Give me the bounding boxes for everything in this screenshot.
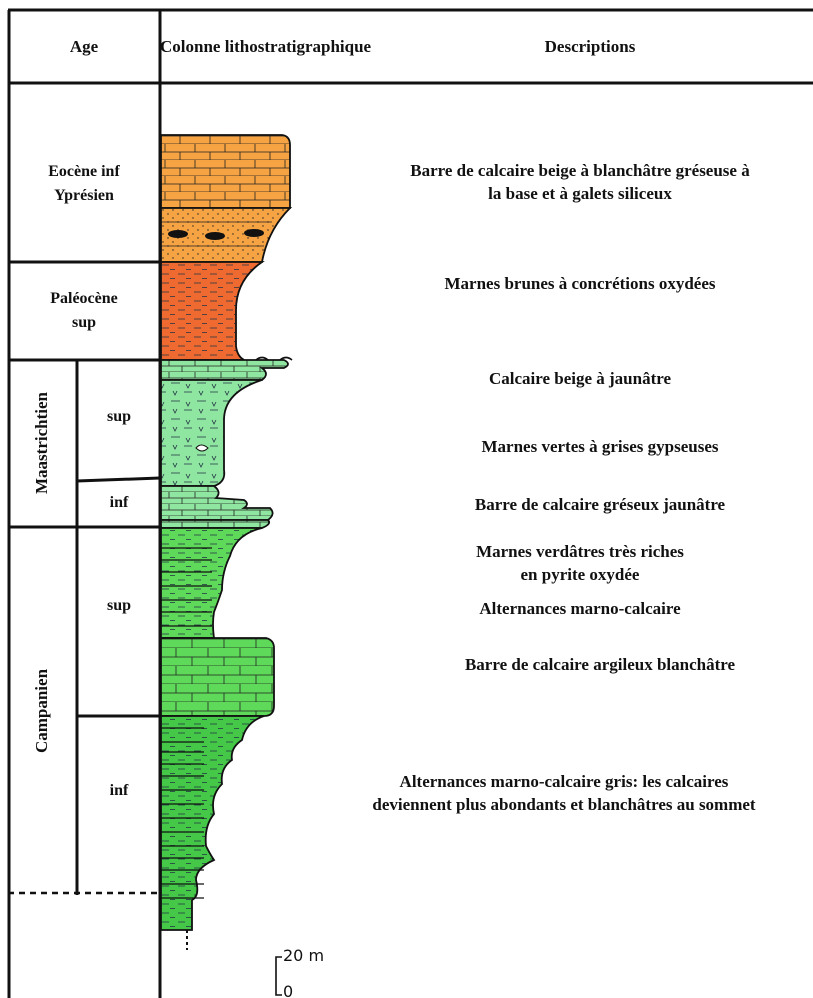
age-campanien-inf: inf [109,782,129,799]
description-marl-limestone-alternations: Alternances marno-calcaire [479,599,681,618]
unit-campanien-clayey-limestone-bar [160,637,275,717]
gypsum-nodule [195,444,209,452]
header-age: Age [69,37,99,56]
description-grey-alternations: Alternances marno-calcaire gris: les cal… [372,772,756,814]
siliceous-pebble [168,230,188,238]
header-column: Colonne lithostratigraphique [160,37,372,56]
description-sandy-limestone-bar: Barre de calcaire gréseux jaunâtre [474,495,726,514]
scale-label-0: 0 [283,982,294,998]
siliceous-pebble [205,232,225,240]
unit-maastrichtien-gypsum-marls [160,379,263,487]
unit-eocene-limestone-bar [160,134,291,209]
description-gypsum-marls: Marnes vertes à grises gypseuses [481,437,719,456]
description-clayey-limestone-bar: Barre de calcaire argileux blanchâtre [464,655,736,674]
age-rule-maastrichtien-sup-inf [76,476,161,483]
age-paleocene-sup: Paléocène sup [50,290,118,331]
unit-maastrichtien-limestone [160,359,289,381]
age-maastrichtien-inf: inf [109,494,129,511]
description-eocene-limestone-bar: Barre de calcaire beige à blanchâtre gré… [410,161,750,203]
unit-campanien-sup-alternations [160,527,263,639]
unit-campanien-inf-alternations [160,715,265,931]
age-maastrichtien-sup: sup [106,408,132,425]
scale-label-20m: 20 m [283,946,325,965]
unit-eocene-sandy-bedding [161,221,272,247]
unit-maastrichtien-sandy-limestone-bar [160,485,274,521]
age-campanien-sup: sup [106,597,132,614]
siliceous-pebble [244,229,264,237]
age-eocene-inf-ypresien: Eocène inf Yprésien [48,163,120,204]
description-pyrite-marls: Marnes verdâtres très riches en pyrite o… [476,542,684,584]
header-descriptions: Descriptions [544,37,636,56]
description-maastrichtien-limestone: Calcaire beige à jaunâtre [488,369,672,388]
unit-paleocene-marls [160,261,265,361]
description-paleocene-marls: Marnes brunes à concrétions oxydées [444,274,716,293]
